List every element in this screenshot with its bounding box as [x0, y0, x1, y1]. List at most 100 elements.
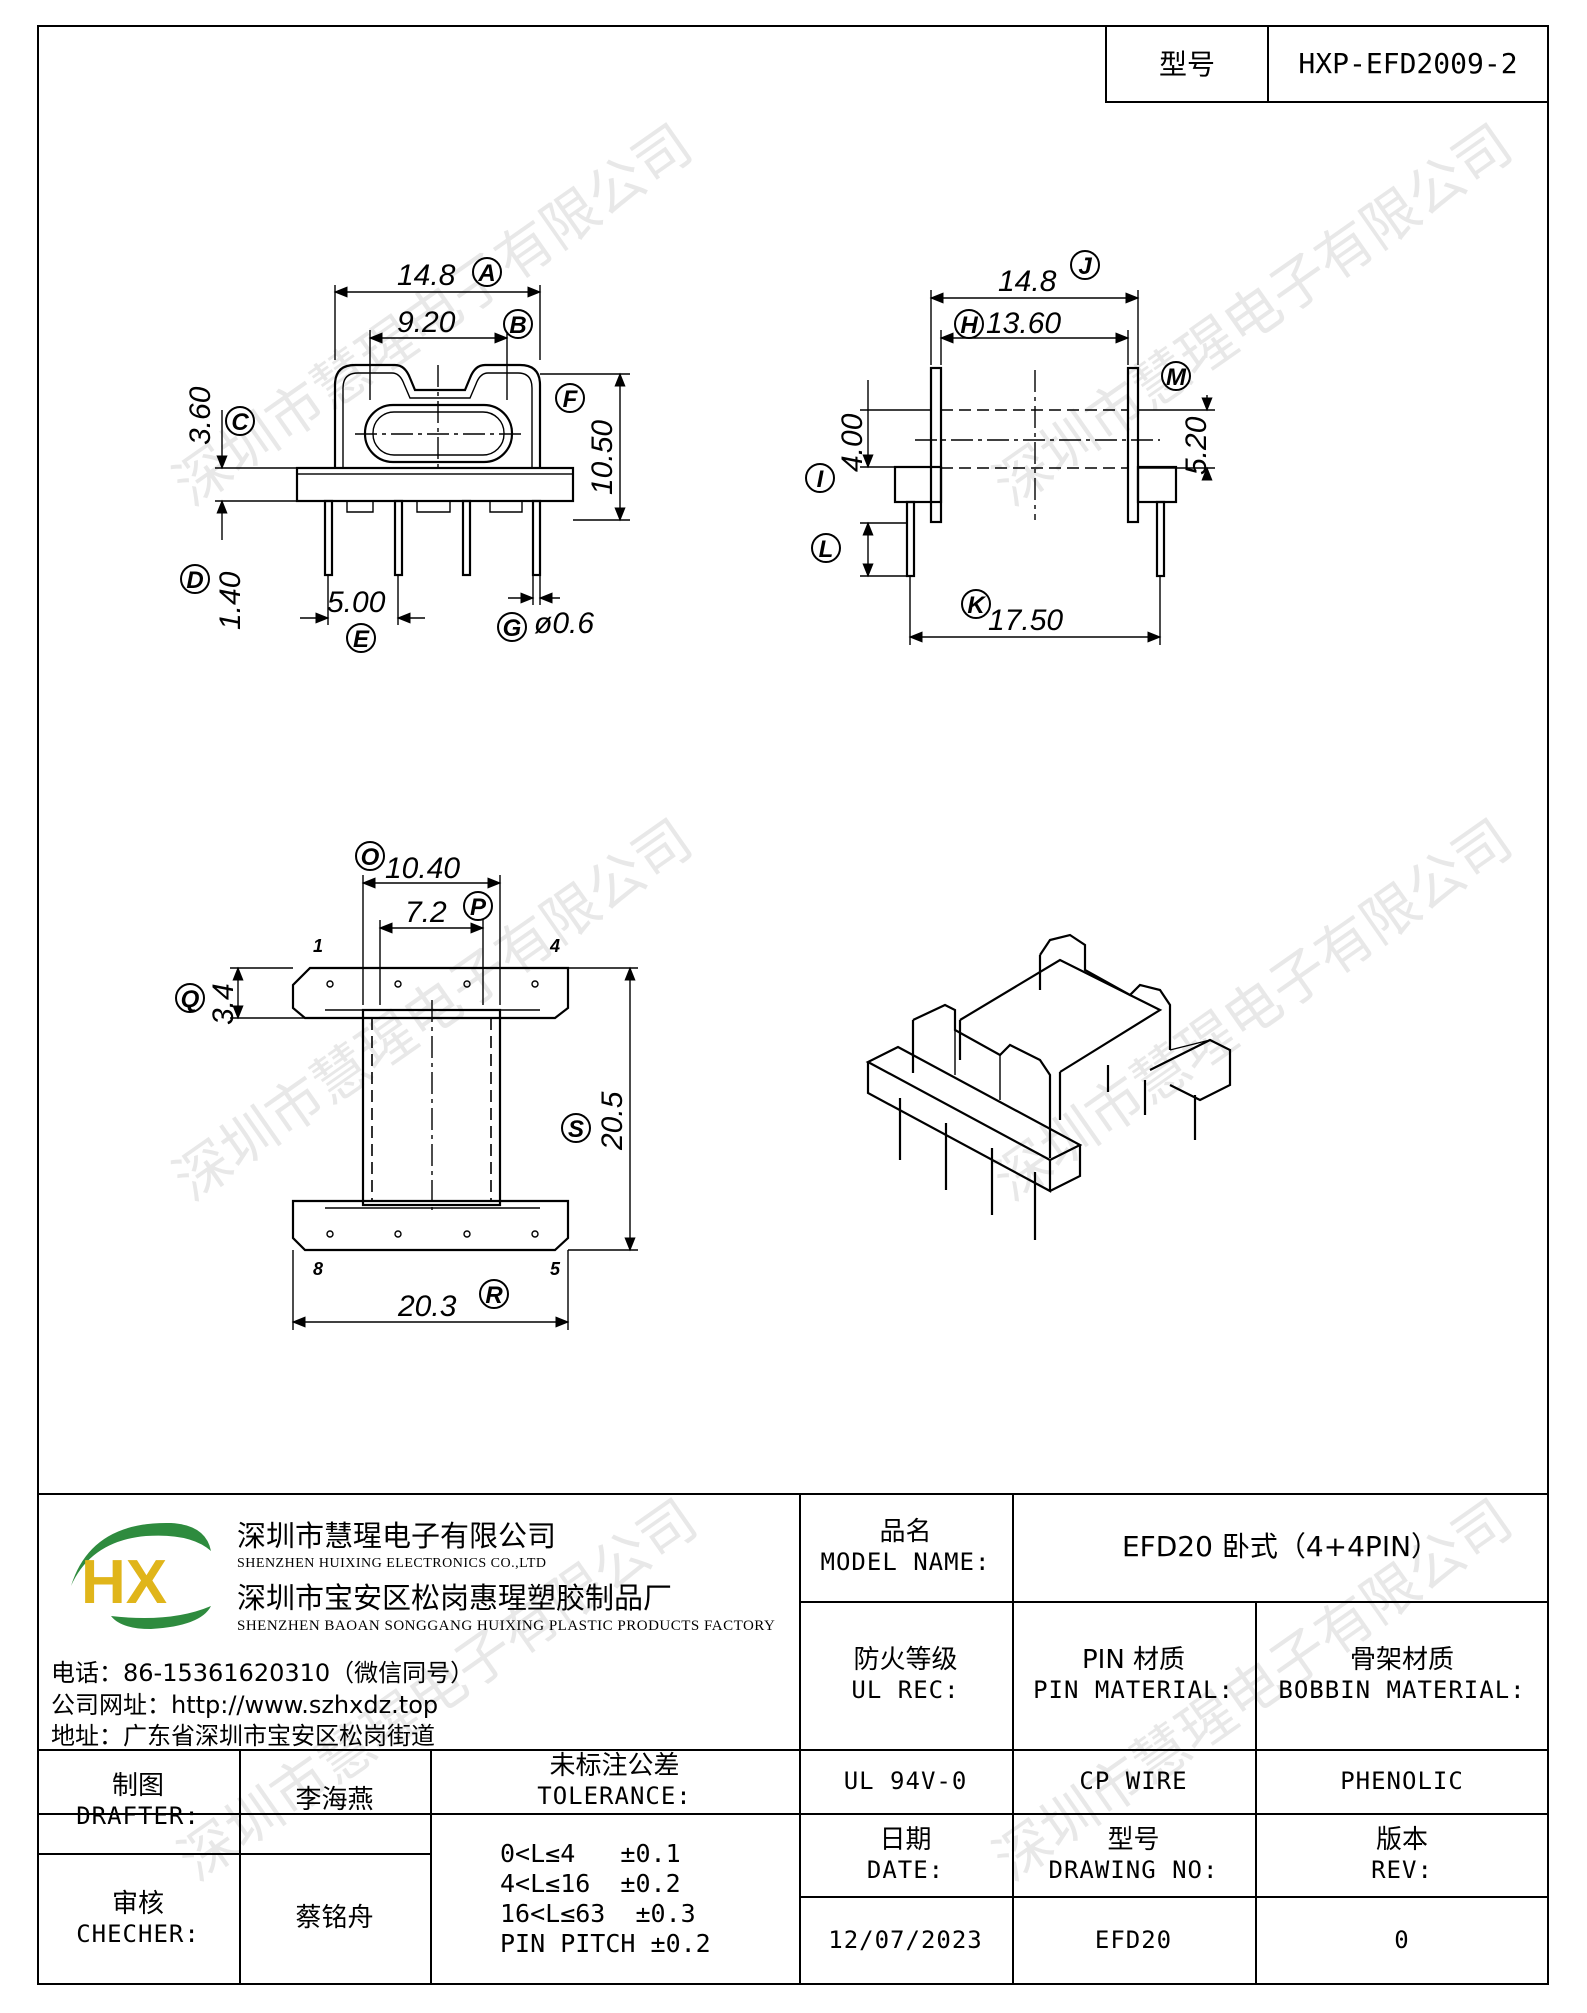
title-block: HX 深圳市慧瑆电子有限公司 SHENZHEN HUIXING ELECTRON… — [37, 1493, 1549, 1985]
drawing-sheet-border — [37, 25, 1549, 1985]
pin-number-8: 8 — [313, 1259, 323, 1279]
drawing-no-label: 型号 DRAWING NO: — [1012, 1813, 1255, 1896]
ul-rec-value-text: UL 94V-0 — [843, 1766, 968, 1795]
dim-g-text: ø0.6 — [534, 607, 594, 640]
pin-number-5: 5 — [550, 1259, 561, 1279]
dim-i-text: 4.00 — [836, 413, 869, 472]
date-value: 12/07/2023 — [799, 1896, 1012, 1985]
dim-b-marker: B — [509, 312, 526, 339]
dim-s-marker: S — [568, 1116, 584, 1143]
logo-letters: HX — [81, 1548, 167, 1617]
pin-material-value: CP WIRE — [1012, 1749, 1255, 1813]
factory-name-en: SHENZHEN BAOAN SONGGANG HUIXING PLASTIC … — [237, 1618, 776, 1634]
dim-b-text: 9.20 — [397, 306, 456, 339]
dim-c-marker: C — [231, 409, 249, 436]
ul-rec-label-cn: 防火等级 — [853, 1645, 958, 1675]
dim-q-marker: Q — [181, 986, 200, 1013]
drawing-no-value-text: EFD20 — [1094, 1926, 1173, 1955]
model-name-label-cn: 品名 — [879, 1517, 932, 1547]
dim-l-marker: L — [819, 536, 834, 563]
dim-e-text: 5.00 — [327, 586, 386, 619]
dim-k-marker: K — [967, 592, 986, 619]
dim-a-text: 14.8 — [397, 259, 456, 292]
side-view: 14.8 J H 13.60 M 5.20 4.00 I L — [805, 250, 1215, 645]
rev-label-cn: 版本 — [1375, 1824, 1428, 1855]
tolerance-label-cn: 未标注公差 — [549, 1751, 680, 1781]
drafter-label-cn: 制图 — [111, 1771, 164, 1801]
company-phone: 电话：86-15361620310（微信同号） — [51, 1659, 475, 1687]
pin-material-label-en: PIN MATERIAL: — [1033, 1676, 1234, 1705]
drawing-no-label-cn: 型号 — [1107, 1824, 1160, 1855]
ul-rec-label: 防火等级 UL REC: — [799, 1601, 1012, 1749]
bobbin-material-label-en: BOBBIN MATERIAL: — [1278, 1676, 1526, 1705]
company-info: HX 深圳市慧瑆电子有限公司 SHENZHEN HUIXING ELECTRON… — [37, 1493, 799, 1750]
ul-rec-value: UL 94V-0 — [799, 1749, 1012, 1813]
drafter-label: 制图 DRAFTER: — [37, 1749, 239, 1853]
tolerance-label-en: TOLERANCE: — [537, 1782, 692, 1811]
drafter-name: 李海燕 — [239, 1749, 430, 1853]
ul-rec-label-en: UL REC: — [851, 1676, 960, 1705]
model-number-box: 型号 HXP-EFD2009-2 — [1105, 25, 1549, 103]
dim-o-marker: O — [361, 844, 380, 871]
dim-d-marker: D — [186, 567, 203, 594]
tolerance-line: PIN PITCH ±0.2 — [500, 1929, 711, 1958]
drawing-no-label-en: DRAWING NO: — [1048, 1855, 1219, 1884]
tolerance-line: 4<L≤16 ±0.2 — [500, 1869, 681, 1898]
company-address: 地址：广东省深圳市宝安区松岗街道 — [51, 1722, 435, 1750]
model-number-label: 型号 — [1107, 25, 1269, 101]
dim-g-marker: G — [503, 615, 522, 642]
checker-label-en: CHECHER: — [76, 1920, 200, 1949]
dim-m-marker: M — [1166, 364, 1187, 391]
rev-value-text: 0 — [1394, 1926, 1410, 1955]
checker-name: 蔡铭舟 — [239, 1853, 430, 1985]
company-name-en: SHENZHEN HUIXING ELECTRONICS CO.,LTD — [237, 1556, 547, 1571]
company-website[interactable]: 公司网址：http://www.szhxdz.top — [51, 1691, 439, 1719]
company-name-cn: 深圳市慧瑆电子有限公司 — [237, 1519, 557, 1553]
tolerance-values: 0<L≤4 ±0.1 4<L≤16 ±0.2 16<L≤63 ±0.3 PIN … — [430, 1813, 799, 1985]
checker-name-text: 蔡铭舟 — [295, 1903, 374, 1934]
tolerance-line: 16<L≤63 ±0.3 — [500, 1899, 696, 1928]
pin-number-4: 4 — [549, 936, 560, 956]
pin-material-label: PIN 材质 PIN MATERIAL: — [1012, 1601, 1255, 1749]
front-view: 14.8 A 9.20 B 3.60 C 10.50 F 1.40 D 5.00 — [180, 257, 630, 653]
dim-q-text: 3.4 — [207, 983, 240, 1025]
top-view: 1 4 8 5 O 10.40 7.2 P 3.4 Q 20.5 S — [175, 841, 638, 1330]
bobbin-material-value-text: PHENOLIC — [1340, 1766, 1464, 1795]
tolerance-line: 0<L≤4 ±0.1 — [500, 1839, 681, 1868]
drawing-no-value: EFD20 — [1012, 1896, 1255, 1985]
dim-k-text: 17.50 — [988, 604, 1063, 637]
model-name-label-en: MODEL NAME: — [820, 1548, 991, 1577]
model-name-value-text: EFD20 卧式（4+4PIN） — [1121, 1530, 1440, 1564]
bobbin-material-label-cn: 骨架材质 — [1349, 1645, 1454, 1675]
dim-j-marker: J — [1078, 253, 1092, 280]
dim-j-text: 14.8 — [998, 265, 1057, 298]
pin-material-label-cn: PIN 材质 — [1081, 1645, 1186, 1675]
rev-value: 0 — [1255, 1896, 1549, 1985]
dim-s-text: 20.5 — [596, 1091, 629, 1151]
drafter-label-en: DRAFTER: — [76, 1802, 200, 1831]
dim-f-marker: F — [563, 386, 579, 413]
dim-h-text: 13.60 — [986, 307, 1061, 340]
checker-label: 审核 CHECHER: — [37, 1853, 239, 1985]
technical-drawing: .ln{stroke:#000;stroke-width:2.2;fill:no… — [175, 250, 1232, 1330]
date-value-text: 12/07/2023 — [828, 1926, 983, 1955]
model-number-value: HXP-EFD2009-2 — [1298, 46, 1518, 80]
date-label-cn: 日期 — [879, 1824, 932, 1855]
dim-i-marker: I — [817, 466, 825, 493]
isometric-view — [865, 933, 1232, 1240]
dim-c-text: 3.60 — [184, 386, 217, 445]
pin-number-1: 1 — [313, 936, 323, 956]
tolerance-label: 未标注公差 TOLERANCE: — [430, 1749, 799, 1813]
dim-p-marker: P — [470, 894, 487, 921]
bobbin-material-label: 骨架材质 BOBBIN MATERIAL: — [1255, 1601, 1549, 1749]
rev-label: 版本 REV: — [1255, 1813, 1549, 1896]
date-label-en: DATE: — [866, 1855, 945, 1884]
date-label: 日期 DATE: — [799, 1813, 1012, 1896]
model-name-label: 品名 MODEL NAME: — [799, 1493, 1012, 1601]
dim-o-text: 10.40 — [385, 852, 460, 885]
dim-p-text: 7.2 — [405, 896, 447, 929]
bobbin-material-value: PHENOLIC — [1255, 1749, 1549, 1813]
checker-label-cn: 审核 — [111, 1889, 164, 1919]
dim-m-text: 5.20 — [1180, 416, 1213, 475]
model-name-value: EFD20 卧式（4+4PIN） — [1012, 1493, 1549, 1601]
